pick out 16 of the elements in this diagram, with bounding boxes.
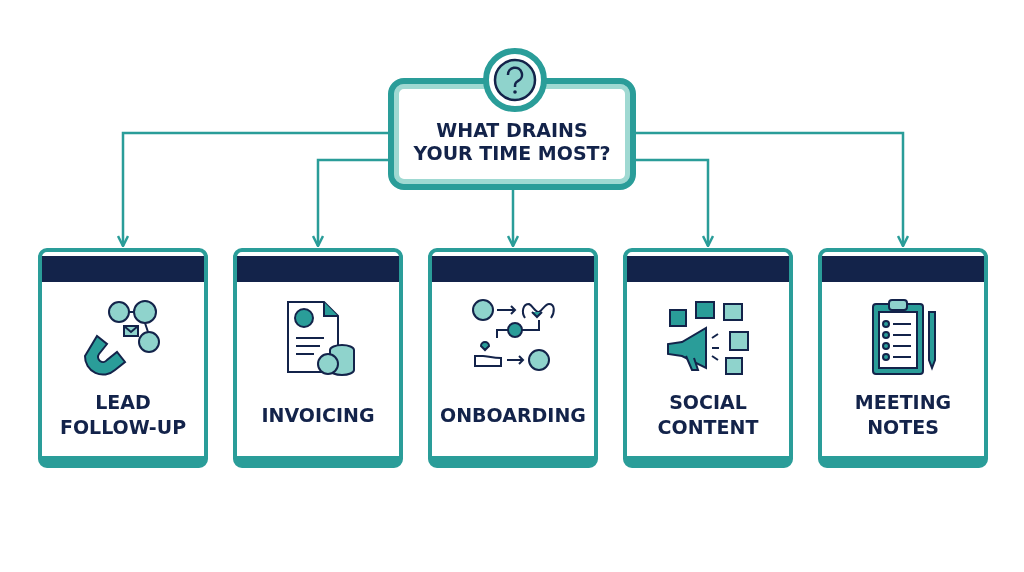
connector-arrow xyxy=(311,158,388,248)
connector-arrow xyxy=(636,158,715,248)
task-card xyxy=(818,248,988,468)
task-card xyxy=(38,248,208,468)
connector-arrow xyxy=(116,131,388,248)
task-card xyxy=(623,248,793,468)
task-label: MEETING NOTES xyxy=(853,390,953,440)
task-label: ONBOARDING xyxy=(439,402,587,428)
connector-arrow xyxy=(506,190,520,248)
task-label: INVOICING xyxy=(260,402,376,428)
task-card xyxy=(428,248,598,468)
task-label: SOCIAL CONTENT xyxy=(656,390,760,440)
task-card xyxy=(233,248,403,468)
question-text: WHAT DRAINS YOUR TIME MOST? xyxy=(412,118,612,166)
task-label: LEAD FOLLOW-UP xyxy=(58,390,188,440)
connector-arrow xyxy=(636,131,910,248)
